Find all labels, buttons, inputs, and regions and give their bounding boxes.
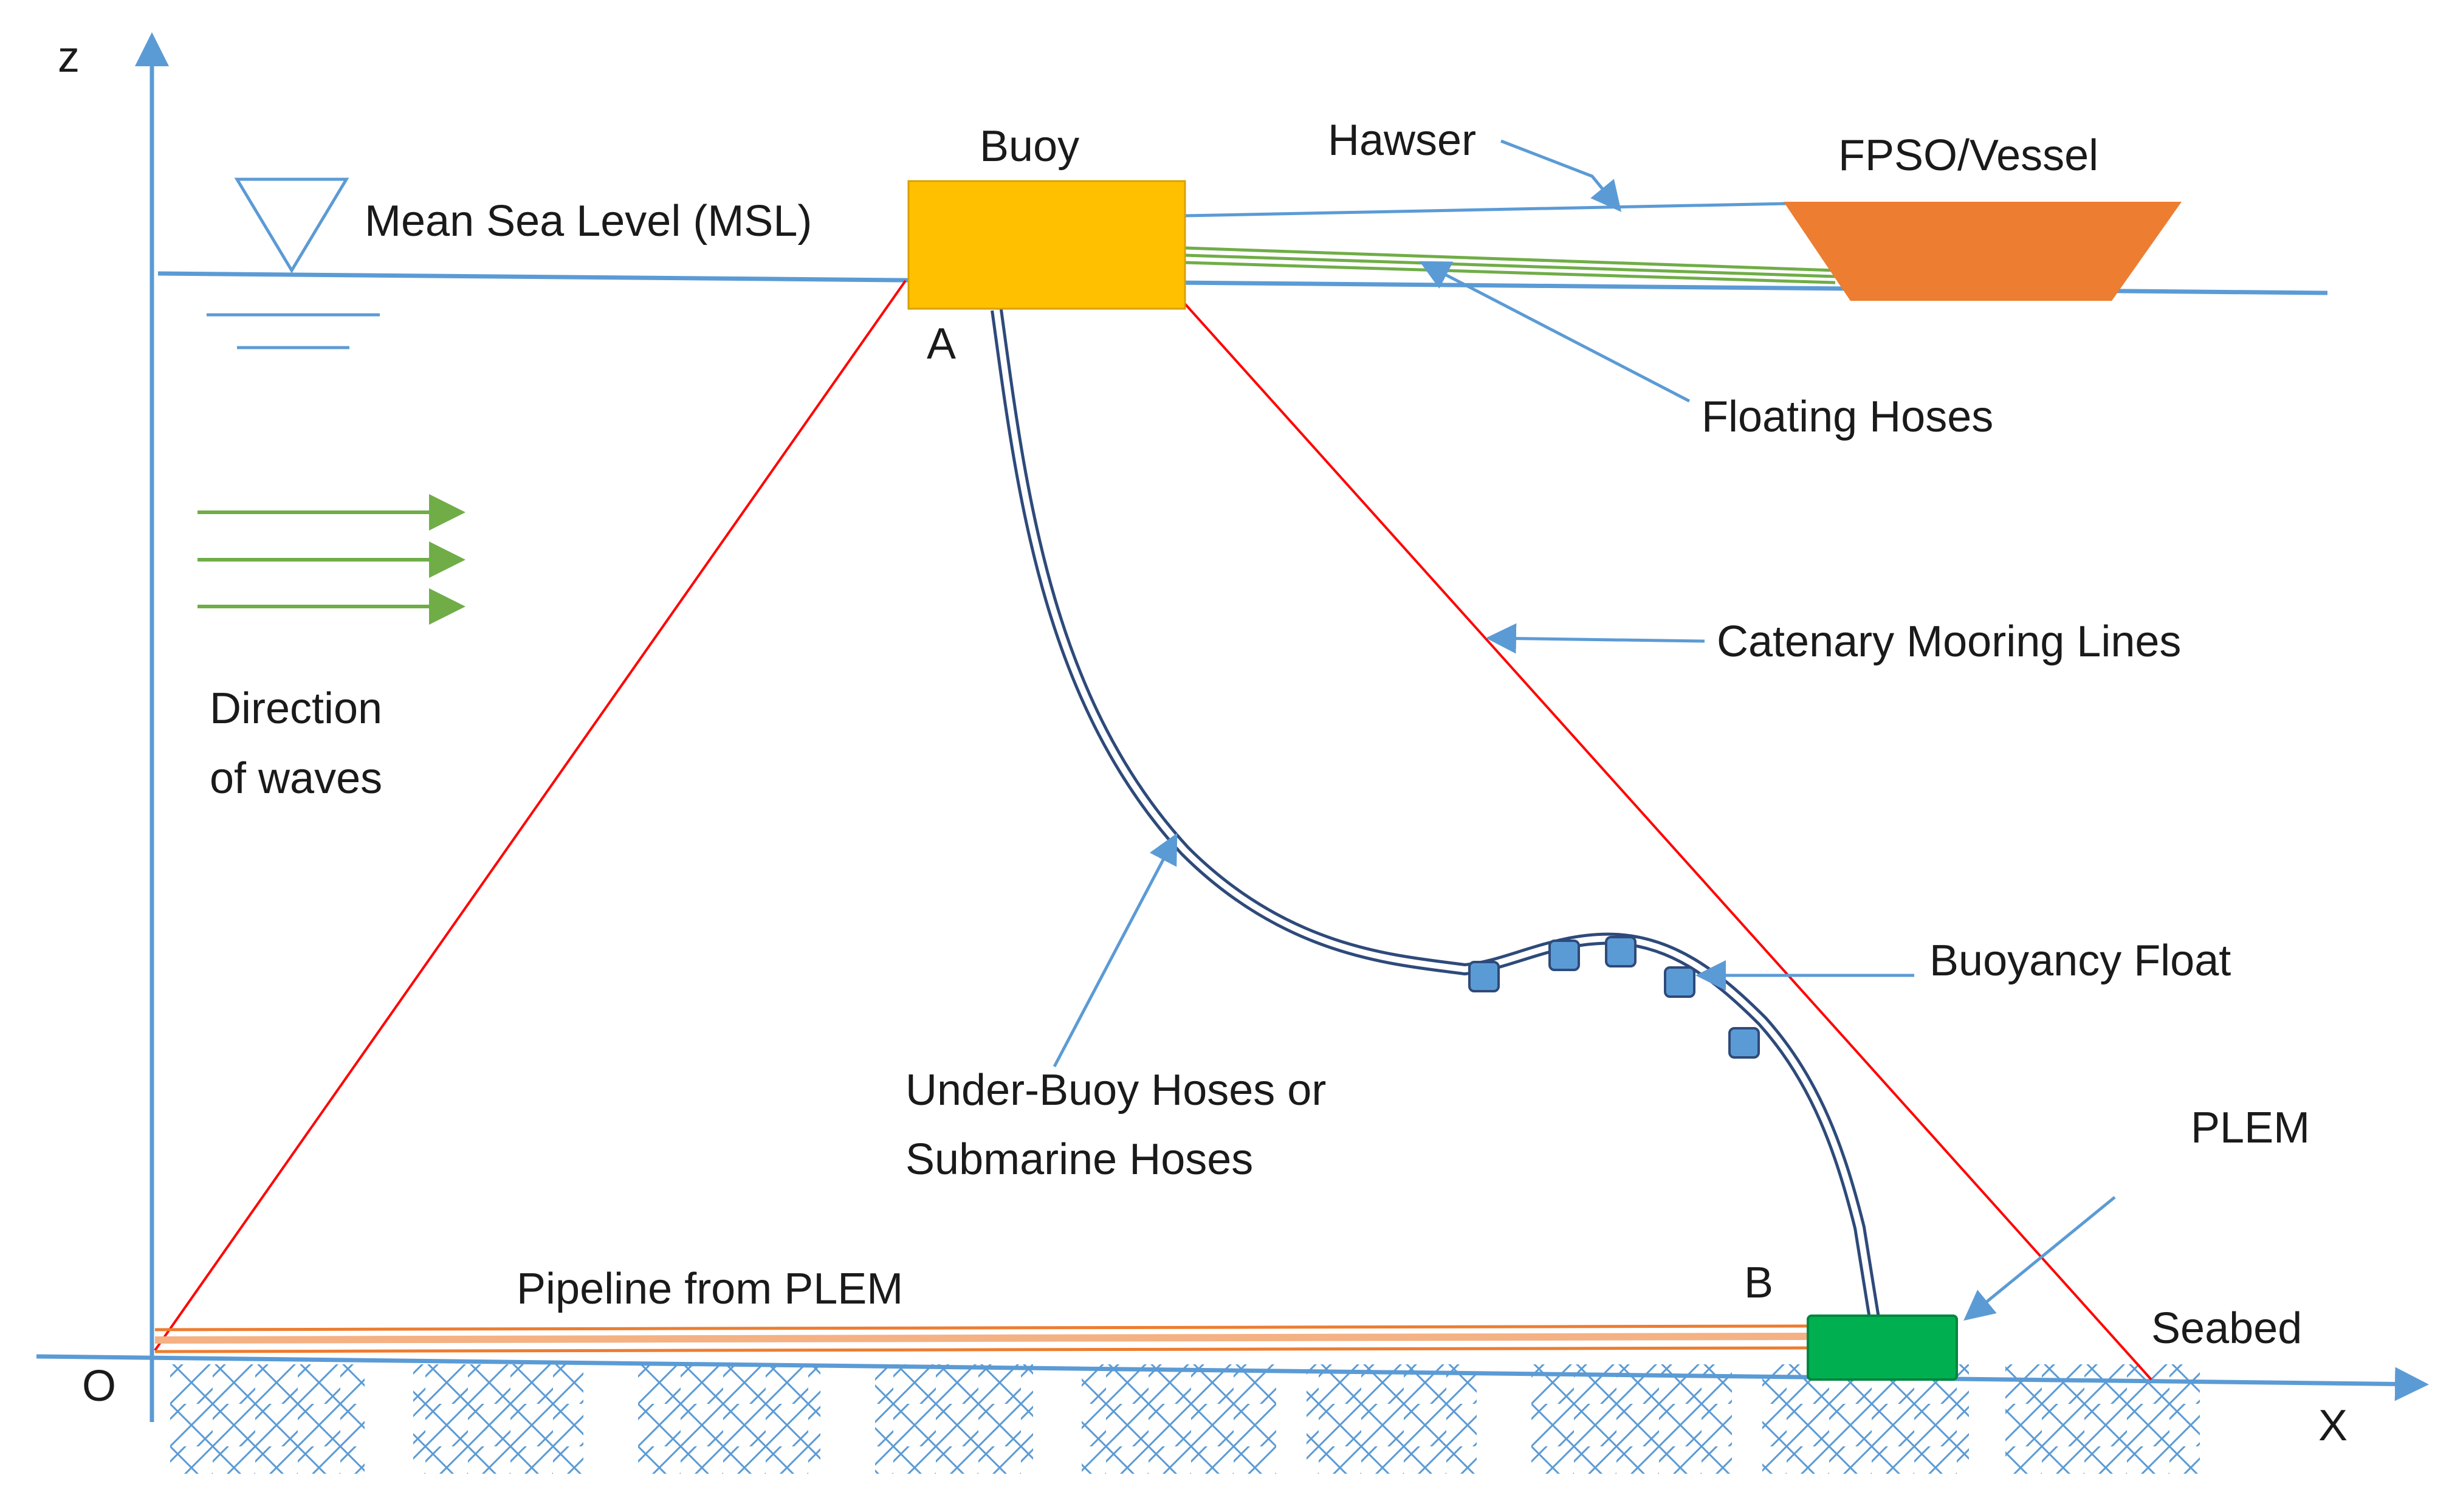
floating-hoses-callout-arrow	[1419, 261, 1691, 403]
buoyancy-float-label: Buoyancy Float	[1929, 936, 2231, 985]
origin-label: O	[82, 1362, 116, 1411]
under-buoy-label-line2: Submarine Hoses	[905, 1135, 1253, 1184]
seabed-hatching	[170, 1364, 2200, 1474]
msl-symbol-icon	[207, 177, 380, 349]
float-icon	[1605, 936, 1637, 967]
x-axis-seabed-line	[36, 1354, 2429, 1401]
floating-hoses-label: Floating Hoses	[1702, 393, 1993, 441]
direction-label-line2: of waves	[210, 754, 382, 803]
point-a-label: A	[927, 320, 956, 368]
float-icon	[1728, 1027, 1760, 1059]
x-axis-label: X	[2318, 1401, 2348, 1450]
under-buoy-hose	[991, 309, 1881, 1323]
mooring-line-left	[154, 280, 907, 1352]
seabed-label: Seabed	[2151, 1304, 2302, 1353]
z-axis-label: z	[58, 33, 80, 81]
pipeline-label: Pipeline from PLEM	[517, 1265, 903, 1313]
hawser-label: Hawser	[1328, 116, 1476, 165]
buoyancy-floats	[1468, 936, 1760, 1059]
buoy	[907, 180, 1186, 310]
point-b-label: B	[1744, 1259, 1773, 1307]
wave-direction-arrows	[197, 494, 465, 625]
msl-label: Mean Sea Level (MSL)	[365, 197, 812, 246]
plem-block	[1807, 1314, 1958, 1381]
buoy-label: Buoy	[980, 122, 1079, 171]
catenary-callout-arrow	[1486, 623, 1705, 654]
direction-label-line1: Direction	[210, 684, 382, 733]
catenary-label: Catenary Mooring Lines	[1717, 617, 2181, 666]
plem-label: PLEM	[2191, 1104, 2310, 1152]
float-icon	[1468, 961, 1500, 992]
pipeline	[154, 1324, 1808, 1353]
hawser-line	[1184, 202, 1787, 218]
plem-callout-arrow	[1963, 1196, 2116, 1321]
fpso-label: FPSO/Vessel	[1838, 131, 2098, 180]
under-buoy-callout-arrow	[1053, 833, 1178, 1068]
fpso-vessel	[1784, 202, 2182, 301]
float-icon	[1548, 940, 1580, 971]
under-buoy-label-line1: Under-Buoy Hoses or	[905, 1066, 1326, 1115]
float-icon	[1664, 966, 1695, 998]
floating-hoses	[1184, 246, 1836, 284]
mooring-line-right	[1184, 303, 2152, 1381]
hawser-callout-arrow	[1500, 139, 1622, 212]
